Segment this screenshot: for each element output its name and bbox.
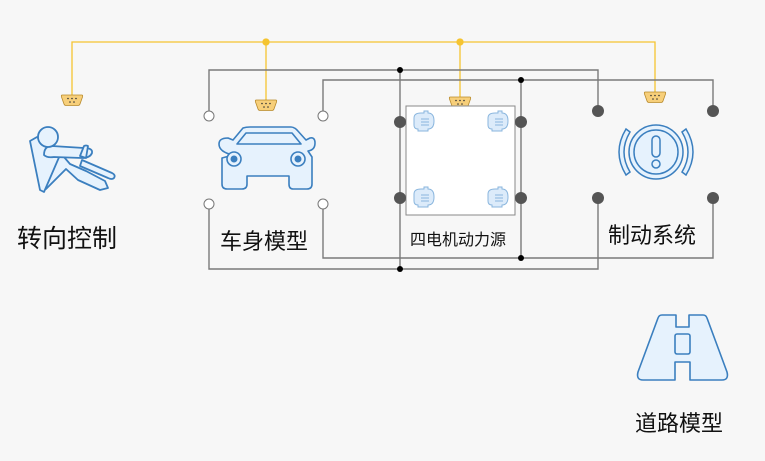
- motor-icon: [487, 110, 509, 132]
- motor-icon: [487, 186, 509, 208]
- connector-icon[interactable]: [643, 91, 667, 103]
- car-icon[interactable]: [218, 126, 316, 190]
- junction-dot: [518, 255, 524, 261]
- port[interactable]: [707, 105, 719, 117]
- mechanical-wires: [208, 69, 714, 270]
- port[interactable]: [592, 192, 604, 204]
- brake-warning-icon[interactable]: [618, 124, 694, 180]
- body-model-label: 车身模型: [220, 230, 309, 255]
- wire-junctions: [397, 67, 524, 272]
- port[interactable]: [515, 116, 527, 128]
- port[interactable]: [394, 116, 406, 128]
- port[interactable]: [592, 105, 604, 117]
- port[interactable]: [515, 192, 527, 204]
- bus-junction: [262, 38, 270, 46]
- motor-icons: [413, 110, 509, 208]
- powertrain-label: 四电机动力源: [410, 230, 507, 249]
- junction-dot: [518, 77, 524, 83]
- motor-icon: [413, 110, 435, 132]
- signal-bus-wire: [71, 41, 656, 96]
- port[interactable]: [317, 198, 329, 210]
- port[interactable]: [317, 110, 329, 122]
- port[interactable]: [707, 192, 719, 204]
- port[interactable]: [203, 110, 215, 122]
- port[interactable]: [203, 198, 215, 210]
- connector-icon[interactable]: [60, 94, 84, 106]
- steering-control-label: 转向控制: [17, 224, 118, 253]
- brake-ports: [592, 105, 719, 204]
- bus-connectors: [60, 91, 667, 111]
- junction-dot: [397, 67, 403, 73]
- wire-top-1: [208, 69, 599, 111]
- motor-icon: [413, 186, 435, 208]
- bus-junction: [456, 38, 464, 46]
- junction-dot: [397, 266, 403, 272]
- driver-steering-icon[interactable]: [29, 126, 116, 193]
- connector-icon[interactable]: [254, 99, 278, 111]
- body-ports: [203, 110, 329, 210]
- powertrain-ports: [394, 116, 527, 204]
- port[interactable]: [394, 192, 406, 204]
- road-model-label: 道路模型: [635, 412, 724, 437]
- wire-bottom-1: [208, 198, 599, 270]
- brake-system-label: 制动系统: [608, 224, 697, 249]
- road-icon[interactable]: [636, 314, 729, 381]
